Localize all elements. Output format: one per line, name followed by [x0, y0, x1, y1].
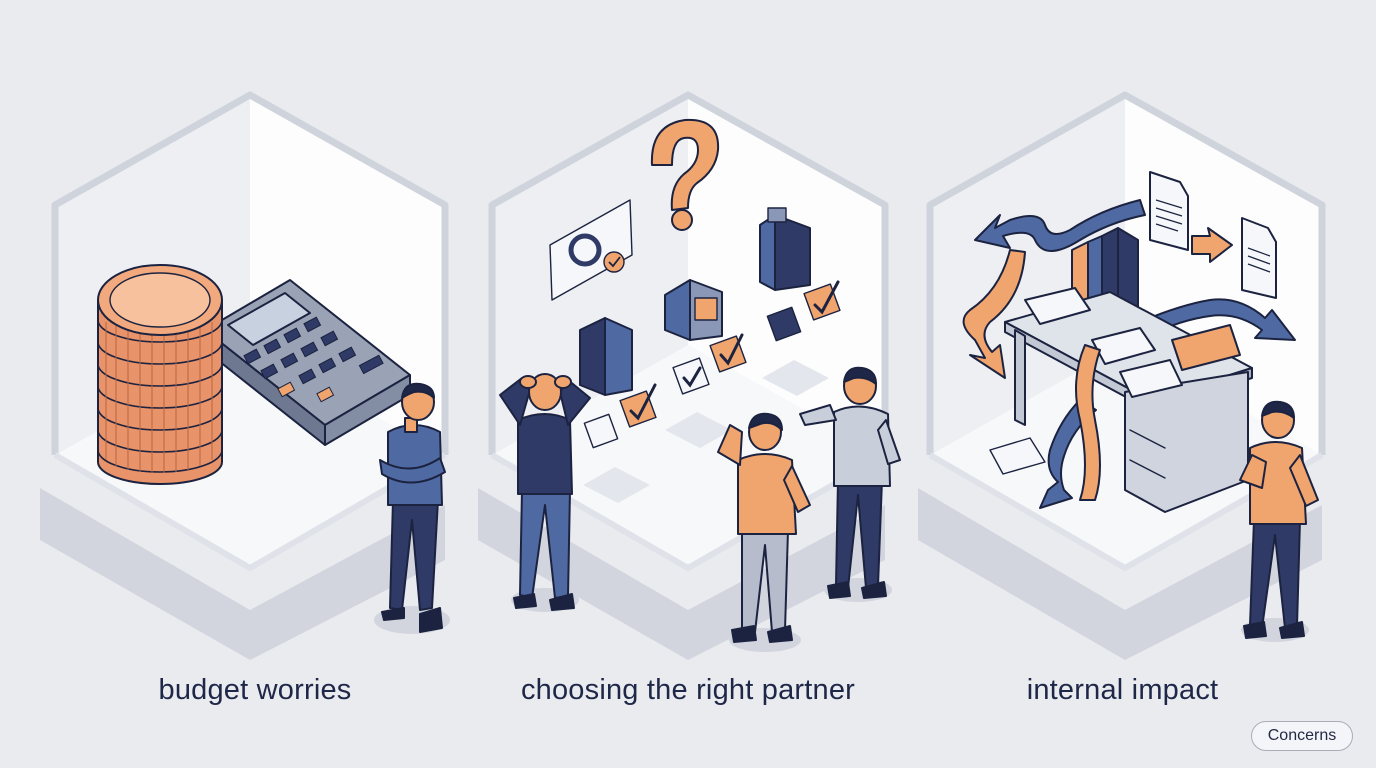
panel-budget-worries [40, 91, 450, 660]
person-arms-crossed-icon [374, 382, 450, 634]
document-icon [989, 171, 1277, 475]
person-scratching-head-icon [717, 412, 811, 652]
panel-choosing-partner [478, 91, 901, 660]
caption-internal-impact: internal impact [1026, 674, 1219, 706]
chart-card-icon [549, 199, 633, 301]
checkmark-icon [583, 280, 841, 449]
paper-ribbon-icon [1075, 344, 1101, 501]
caption-choosing-partner: choosing the right partner [520, 674, 856, 706]
coin-stack-icon [97, 264, 223, 485]
desk-icon [1004, 287, 1253, 513]
concerns-tag-button[interactable]: Concerns [1251, 721, 1353, 751]
panel-internal-impact [918, 91, 1326, 660]
question-mark-icon [650, 118, 720, 231]
building-icon [579, 207, 811, 396]
binder-icon [1071, 227, 1139, 317]
person-pointing-icon [799, 366, 901, 602]
caption-budget-worries: budget worries [158, 674, 352, 706]
person-confused-icon [499, 373, 591, 612]
person-thinking-icon [1239, 400, 1319, 642]
calculator-icon [204, 279, 411, 446]
